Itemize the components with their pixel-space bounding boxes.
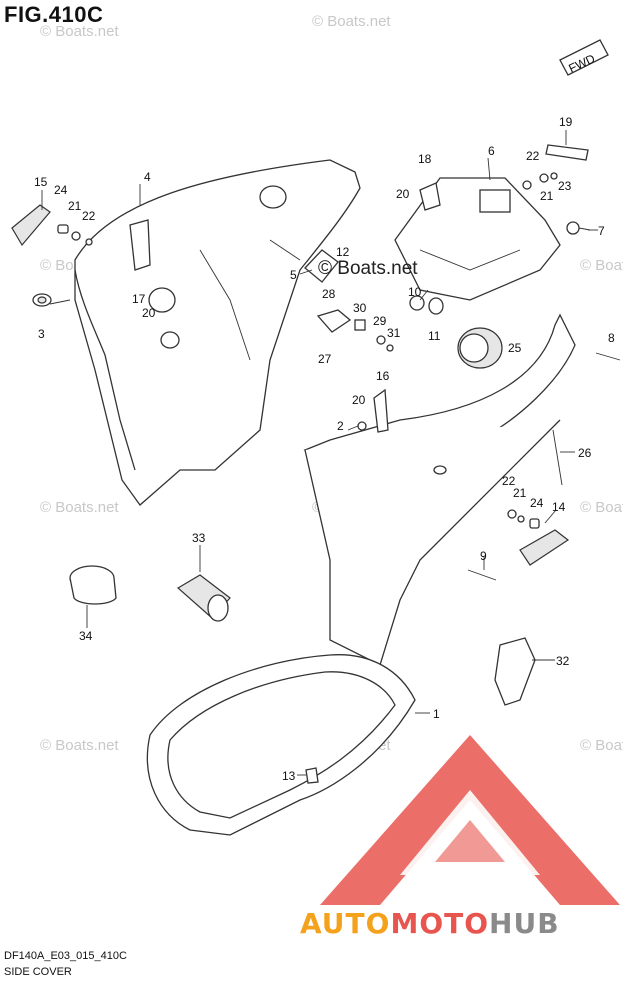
callout-34: 34 — [79, 629, 93, 643]
watermark-text: © Boats.net — [580, 737, 623, 754]
callout-8: 8 — [608, 331, 615, 345]
callout-31: 31 — [387, 326, 401, 340]
callout-11: 11 — [428, 329, 441, 343]
leader-lines — [41, 130, 598, 776]
watermark-text: © Boats.net — [312, 13, 391, 30]
callout-33: 33 — [192, 531, 206, 545]
callout-3: 3 — [38, 327, 45, 341]
part-21-washer — [517, 515, 525, 523]
callout-9: 9 — [480, 549, 487, 563]
watermark-text: © Boats.net — [580, 499, 623, 516]
callout-24-right: 24 — [530, 496, 544, 510]
figure-code: DF140A_E03_015_410C — [4, 950, 127, 962]
part-3-grommet — [32, 293, 52, 307]
callout-10: 10 — [408, 285, 422, 299]
callout-28: 28 — [322, 287, 336, 301]
watermark-text: © Boats.net — [40, 737, 119, 754]
callout-labels: 1 2 3 4 5 6 7 8 9 10 11 12 13 14 15 16 1… — [34, 115, 615, 783]
callout-23: 23 — [558, 179, 572, 193]
brand-triangle-logo — [320, 735, 620, 905]
callout-32: 32 — [556, 654, 570, 668]
part-18-clip — [419, 182, 441, 211]
callout-21-left: 21 — [68, 199, 82, 213]
part-9-screw — [467, 569, 497, 581]
callout-22-upper: 22 — [526, 149, 540, 163]
callout-17: 17 — [132, 292, 146, 306]
callout-20-left: 20 — [142, 306, 156, 320]
callout-27: 27 — [318, 352, 332, 366]
part-6-bracket — [394, 177, 561, 301]
part-21-washer — [539, 173, 549, 183]
callout-24-left: 24 — [54, 183, 68, 197]
figure-name: SIDE COVER — [4, 966, 72, 978]
part-25-plug — [457, 327, 503, 369]
callout-25: 25 — [508, 341, 522, 355]
part-20-bolt — [357, 421, 367, 431]
callout-2: 2 — [337, 419, 344, 433]
part-15-grip-handle — [11, 204, 93, 247]
center-watermark: © Boats.net — [318, 258, 418, 279]
part-2-right-side-cover — [303, 313, 576, 666]
callout-22-left: 22 — [82, 209, 96, 223]
part-24-collar — [529, 518, 540, 529]
part-33-grommet — [176, 574, 231, 622]
callout-26: 26 — [578, 446, 592, 460]
part-32-clip — [494, 637, 536, 706]
callout-16: 16 — [376, 369, 390, 383]
part-13-clip — [305, 767, 319, 784]
brand-wordmark: AUTOMOTOHUB — [300, 907, 560, 940]
part-7-bolt — [566, 221, 591, 235]
part-28-connector — [316, 309, 352, 333]
part-16-bracket — [373, 388, 389, 433]
callout-6: 6 — [488, 144, 495, 158]
callout-19: 19 — [559, 115, 573, 129]
brand-part-hub: HUB — [489, 907, 560, 940]
callout-18: 18 — [418, 152, 432, 166]
callout-5: 5 — [290, 268, 297, 282]
part-31-screw — [386, 344, 394, 352]
callout-22-lower: 22 — [502, 474, 516, 488]
part-26-cable-tie — [552, 429, 563, 486]
callout-14: 14 — [552, 500, 566, 514]
part-22-washer — [522, 180, 532, 190]
part-19-plate — [545, 144, 589, 161]
watermark-text: © Boats.net — [580, 257, 623, 274]
callout-7: 7 — [598, 224, 605, 238]
part-23-nut — [550, 172, 558, 180]
callout-20-upper: 20 — [396, 187, 410, 201]
brand-part-moto: MOTO — [390, 907, 490, 940]
part-30-cap — [354, 319, 366, 331]
callout-4: 4 — [144, 170, 151, 184]
callout-21-lower: 21 — [513, 486, 527, 500]
part-5-plate — [304, 249, 339, 283]
callout-13: 13 — [282, 769, 296, 783]
part-34-seal — [69, 565, 117, 605]
brand-part-auto: AUTO — [300, 907, 391, 940]
part-11-collar — [428, 297, 444, 315]
part-29-washer — [376, 335, 386, 345]
callout-21-upper: 21 — [540, 189, 554, 203]
callout-12: 12 — [336, 245, 350, 259]
watermark-text: © Boats.net — [40, 23, 119, 40]
callout-30: 30 — [353, 301, 367, 315]
callout-20-lower: 20 — [352, 393, 366, 407]
watermark-text: © Boats.net — [40, 499, 119, 516]
fwd-direction-tag: FWD — [559, 39, 609, 76]
part-4-left-side-cover — [74, 159, 361, 506]
part-1-lower-seal — [146, 654, 416, 836]
callout-15: 15 — [34, 175, 48, 189]
callout-1: 1 — [433, 707, 440, 721]
part-22-washer — [507, 509, 517, 519]
part-8-screw — [595, 352, 621, 361]
callout-29: 29 — [373, 314, 387, 328]
figure-title: FIG.410C — [4, 2, 104, 27]
part-14-grip-handle — [519, 529, 570, 566]
